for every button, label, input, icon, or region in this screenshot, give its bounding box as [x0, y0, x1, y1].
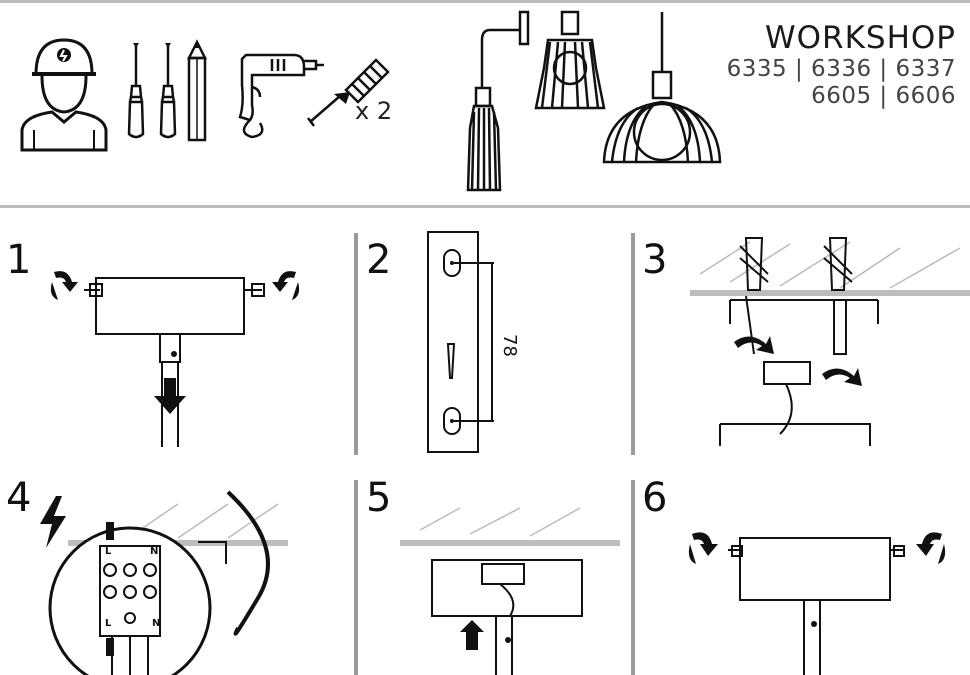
pencil-icon — [186, 39, 208, 142]
bracket-dimension: 78 — [499, 334, 520, 357]
header-panel: x 2 WORKSHOP 6335 | 6336 | 6337 66 — [0, 0, 970, 208]
column-separator — [354, 233, 358, 455]
step-number: 3 — [642, 237, 668, 283]
terminal-label-n-bottom: N — [152, 618, 160, 629]
electrician-icon — [20, 38, 108, 152]
pendant-lamp-small-illustration — [534, 10, 606, 110]
column-separator — [354, 480, 358, 675]
step2-bracket-illustration: 78 — [427, 231, 520, 453]
step6-tighten-screws-illustration — [688, 532, 946, 675]
drill-icon — [238, 53, 324, 139]
column-separator — [631, 233, 635, 455]
terminal-label-n-top: N — [150, 546, 158, 557]
screwdriver-icon — [127, 43, 177, 139]
terminal-label-l-bottom: L — [105, 618, 112, 629]
model-numbers-line1: 6335 | 6336 | 6337 — [726, 56, 956, 82]
step4-wiring-illustration: L N L N — [48, 490, 288, 675]
step-number: 6 — [642, 475, 668, 521]
wall-plug-icon — [307, 58, 390, 127]
step1-remove-screws-illustration — [50, 271, 300, 447]
step-number: 4 — [6, 475, 32, 521]
wall-lamp-illustration — [466, 10, 530, 192]
anchor-count: x 2 — [355, 97, 393, 125]
product-title-block: WORKSHOP 6335 | 6336 | 6337 6605 | 6606 — [727, 20, 956, 110]
step5-mount-canopy-illustration — [400, 507, 620, 675]
model-numbers-line2: 6605 | 6606 — [811, 83, 956, 109]
terminal-label-l-top: L — [105, 546, 112, 557]
lightning-icon — [40, 496, 66, 548]
pendant-lamp-large-illustration — [602, 12, 722, 164]
top-rule — [0, 0, 970, 3]
step-number: 5 — [366, 475, 392, 521]
header-bottom-rule — [0, 205, 970, 208]
column-separator — [631, 480, 635, 675]
step3-fix-bracket-illustration — [690, 237, 970, 446]
step-number: 2 — [366, 237, 392, 283]
step-number: 1 — [6, 237, 32, 283]
product-title: WORKSHOP — [764, 20, 956, 56]
